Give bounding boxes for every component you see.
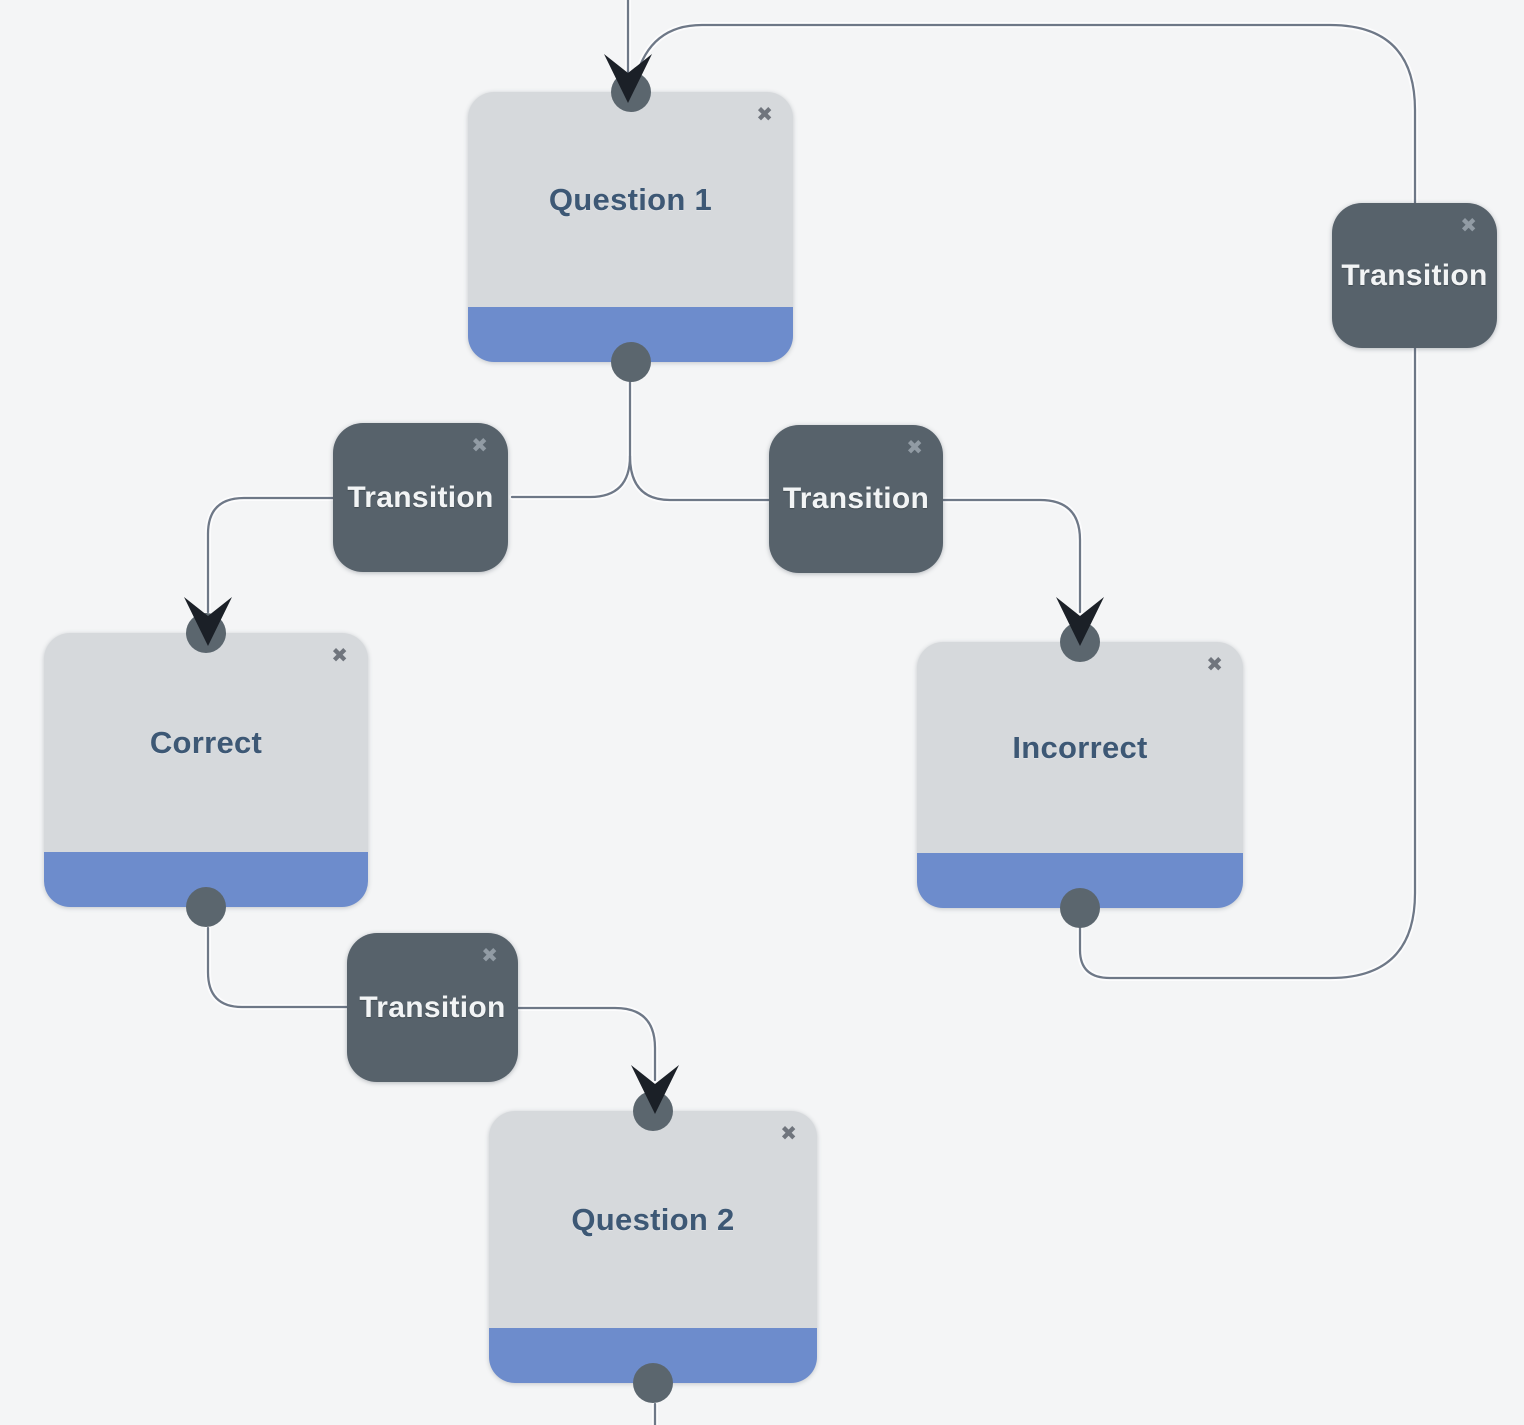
node-transition-right[interactable]: ✖ Transition (1332, 203, 1497, 348)
node-label: Question 2 (571, 1201, 735, 1237)
input-port[interactable] (1060, 622, 1100, 662)
node-label: Transition (782, 482, 930, 515)
node-label: Transition (1341, 258, 1488, 292)
node-transition-mid[interactable]: ✖ Transition (769, 425, 943, 573)
close-icon[interactable]: ✖ (906, 435, 923, 459)
edge-right-transition-to-incorrect (939, 498, 1082, 614)
output-port[interactable] (186, 887, 226, 927)
node-label: Correct (149, 724, 263, 760)
close-icon[interactable]: ✖ (1206, 652, 1223, 676)
close-icon[interactable]: ✖ (756, 102, 773, 126)
edge-correct-to-lower-transition (206, 926, 352, 1009)
close-icon[interactable]: ✖ (780, 1121, 797, 1145)
node-label: Incorrect (1012, 729, 1148, 765)
input-port[interactable] (633, 1091, 673, 1131)
edge-lower-transition-to-question2 (514, 1006, 657, 1082)
input-port[interactable] (610, 72, 651, 112)
output-port[interactable] (610, 342, 651, 382)
node-transition-lower[interactable]: ✖ Transition (347, 933, 518, 1082)
close-icon[interactable]: ✖ (1460, 213, 1477, 237)
close-icon[interactable]: ✖ (471, 433, 488, 457)
node-question-1[interactable]: ✖ Question 1 (468, 72, 793, 382)
node-incorrect[interactable]: ✖ Incorrect (917, 622, 1243, 928)
node-label: Transition (359, 990, 506, 1024)
edge-question1-to-right-transition (628, 454, 774, 502)
close-icon[interactable]: ✖ (331, 643, 348, 667)
node-label: Transition (347, 480, 494, 514)
output-port[interactable] (1060, 888, 1100, 928)
edge-question1-to-left-transition (510, 360, 632, 499)
edge-left-transition-to-correct (206, 496, 337, 614)
node-correct[interactable]: ✖ Correct (44, 613, 368, 927)
close-icon[interactable]: ✖ (481, 943, 498, 967)
output-port[interactable] (633, 1363, 673, 1403)
node-question-2[interactable]: ✖ Question 2 (489, 1091, 817, 1403)
input-port[interactable] (186, 613, 226, 653)
node-transition-left[interactable]: ✖ Transition (333, 423, 508, 572)
node-label: Question 1 (548, 181, 713, 217)
